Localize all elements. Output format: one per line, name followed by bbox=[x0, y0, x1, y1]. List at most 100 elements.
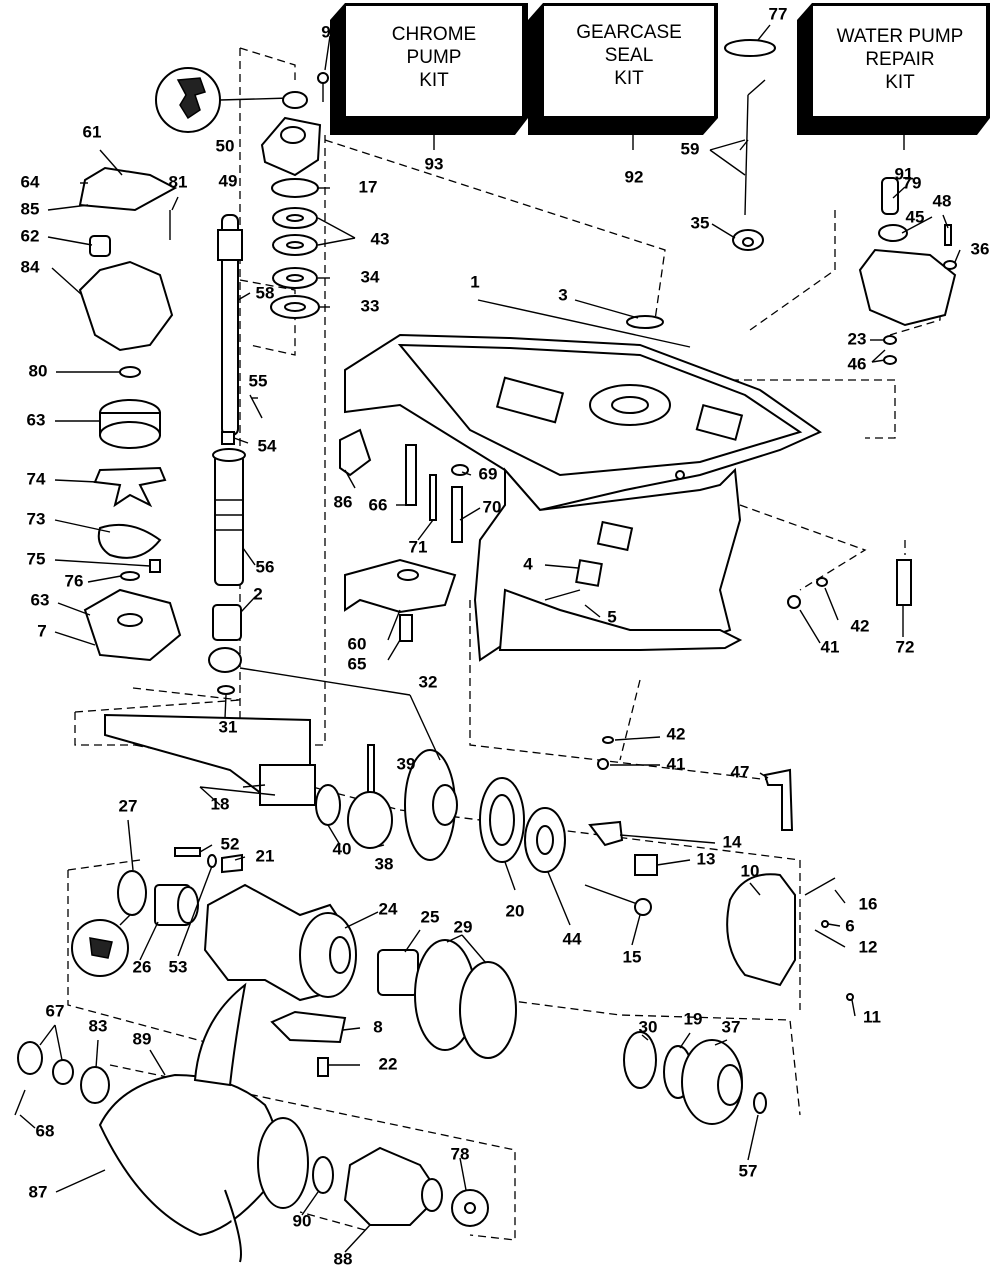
callout-66: 66 bbox=[369, 495, 388, 514]
callout-4: 4 bbox=[523, 554, 533, 573]
kit-chrome-line1: CHROME bbox=[392, 24, 476, 45]
callout-72: 72 bbox=[896, 637, 915, 656]
callout-92: 92 bbox=[625, 167, 644, 186]
callout-42a: 42 bbox=[851, 616, 870, 635]
callout-5: 5 bbox=[607, 607, 616, 626]
callout-89: 89 bbox=[133, 1029, 152, 1048]
callout-53: 53 bbox=[169, 957, 188, 976]
callout-91: 91 bbox=[895, 164, 914, 183]
callout-84: 84 bbox=[21, 257, 40, 276]
callout-69: 69 bbox=[479, 464, 498, 483]
kit-gearcase-line1: GEARCASE bbox=[576, 22, 682, 43]
callout-35: 35 bbox=[691, 213, 710, 232]
callout-81: 81 bbox=[169, 172, 188, 191]
callout-2: 2 bbox=[253, 584, 262, 603]
callout-74: 74 bbox=[27, 469, 46, 488]
callout-85: 85 bbox=[21, 199, 40, 218]
callout-38: 38 bbox=[375, 854, 394, 873]
kit-box-gearcase-seal: GEARCASE SEAL KIT bbox=[528, 3, 718, 135]
parts-drawings bbox=[14, 39, 957, 1263]
kit-chrome-line2: PUMP bbox=[407, 47, 462, 68]
callout-80: 80 bbox=[29, 361, 48, 380]
callout-75: 75 bbox=[27, 549, 46, 568]
callout-17: 17 bbox=[359, 177, 378, 196]
callout-48: 48 bbox=[933, 191, 952, 210]
callout-9: 9 bbox=[321, 22, 330, 41]
callout-71: 71 bbox=[409, 537, 428, 556]
callout-45: 45 bbox=[906, 207, 925, 226]
callout-50: 50 bbox=[216, 136, 235, 155]
callout-30: 30 bbox=[639, 1017, 658, 1036]
callout-73: 73 bbox=[27, 509, 46, 528]
callout-10: 10 bbox=[741, 861, 760, 880]
callout-86: 86 bbox=[334, 492, 353, 511]
callout-64: 64 bbox=[21, 172, 40, 191]
callout-14: 14 bbox=[723, 832, 742, 851]
callout-7: 7 bbox=[37, 621, 46, 640]
callout-11: 11 bbox=[863, 1007, 881, 1026]
callout-31: 31 bbox=[219, 717, 238, 736]
callout-6: 6 bbox=[845, 916, 854, 935]
kit-waterpump-line3: KIT bbox=[885, 72, 915, 93]
callout-1: 1 bbox=[470, 272, 479, 291]
callout-54: 54 bbox=[258, 436, 277, 455]
callout-26: 26 bbox=[133, 957, 152, 976]
callout-27: 27 bbox=[119, 796, 138, 815]
callout-16: 16 bbox=[859, 894, 878, 913]
callout-68: 68 bbox=[36, 1121, 55, 1140]
callout-3: 3 bbox=[558, 285, 567, 304]
callout-46: 46 bbox=[848, 354, 867, 373]
callout-leaders bbox=[19, 24, 961, 1253]
callout-15: 15 bbox=[623, 947, 642, 966]
kit-gearcase-line3: KIT bbox=[614, 68, 644, 89]
callout-21: 21 bbox=[256, 846, 275, 865]
callout-87: 87 bbox=[29, 1182, 48, 1201]
callout-44: 44 bbox=[563, 929, 582, 948]
callout-76: 76 bbox=[65, 571, 84, 590]
callout-24: 24 bbox=[379, 899, 398, 918]
kit-waterpump-line1: WATER PUMP bbox=[837, 26, 964, 47]
callout-57: 57 bbox=[739, 1161, 758, 1180]
callout-37: 37 bbox=[722, 1017, 741, 1036]
callout-12: 12 bbox=[859, 937, 878, 956]
kit-gearcase-line2: SEAL bbox=[605, 45, 654, 66]
callout-52: 52 bbox=[221, 834, 240, 853]
kit-box-chrome-pump: CHROME PUMP KIT bbox=[330, 3, 528, 135]
callout-59: 59 bbox=[681, 139, 700, 158]
kit-chrome-line3: KIT bbox=[419, 70, 449, 91]
callout-63b: 63 bbox=[31, 590, 50, 609]
callout-36: 36 bbox=[971, 239, 990, 258]
callout-79: 79 bbox=[903, 173, 922, 192]
callout-13: 13 bbox=[697, 849, 716, 868]
callout-42b: 42 bbox=[667, 724, 686, 743]
callout-22: 22 bbox=[379, 1054, 398, 1073]
callout-33: 33 bbox=[361, 296, 380, 315]
callout-40: 40 bbox=[333, 839, 352, 858]
callout-34: 34 bbox=[361, 267, 380, 286]
callout-47: 47 bbox=[731, 762, 750, 781]
callout-8: 8 bbox=[373, 1017, 382, 1036]
callout-41b: 41 bbox=[667, 754, 686, 773]
callout-60: 60 bbox=[348, 634, 367, 653]
callout-39: 39 bbox=[397, 754, 416, 773]
callout-67: 67 bbox=[46, 1001, 65, 1020]
callout-62: 62 bbox=[21, 226, 40, 245]
callout-23: 23 bbox=[848, 329, 867, 348]
callout-55: 55 bbox=[249, 371, 268, 390]
callout-29: 29 bbox=[454, 917, 473, 936]
callout-19: 19 bbox=[684, 1009, 703, 1028]
callout-41a: 41 bbox=[821, 637, 840, 656]
callout-63a: 63 bbox=[27, 410, 46, 429]
callout-numbers: 9 50 49 17 43 34 33 58 55 54 56 2 32 31 … bbox=[21, 4, 990, 1266]
callout-88: 88 bbox=[334, 1249, 353, 1266]
callout-43: 43 bbox=[371, 229, 390, 248]
callout-20: 20 bbox=[506, 901, 525, 920]
gearcase-housing bbox=[344, 333, 823, 662]
callout-49: 49 bbox=[219, 171, 238, 190]
callout-56: 56 bbox=[256, 557, 275, 576]
callout-93: 93 bbox=[425, 154, 444, 173]
callout-78: 78 bbox=[451, 1144, 470, 1163]
callout-70: 70 bbox=[483, 497, 502, 516]
callout-32: 32 bbox=[419, 672, 438, 691]
